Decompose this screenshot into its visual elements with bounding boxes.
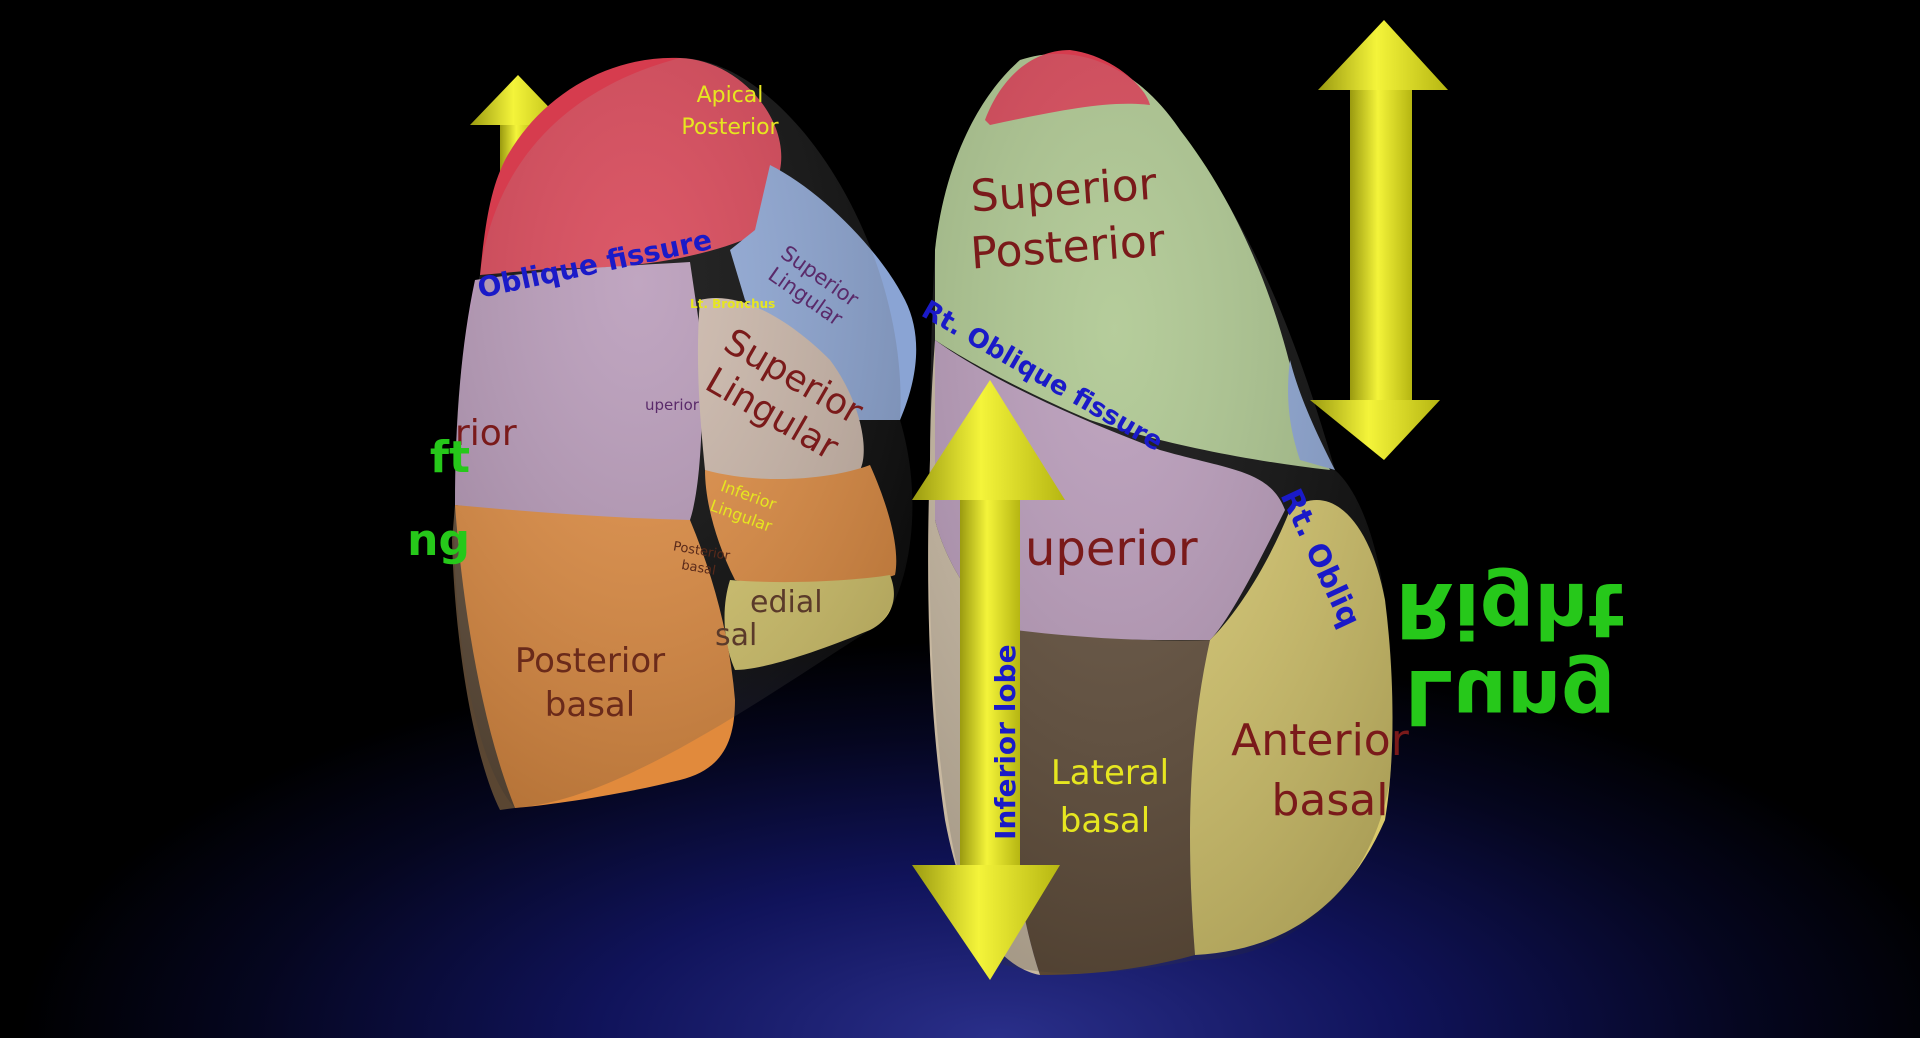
right-superior-label: uperior bbox=[1025, 521, 1198, 577]
medial-basal-label-1: edial bbox=[750, 585, 823, 620]
posterior-basal-label-1: Posterior bbox=[515, 641, 665, 681]
left-lung bbox=[452, 57, 917, 810]
anterior-basal-label-2: basal bbox=[1271, 775, 1388, 826]
anterior-basal-label-1: Anterior bbox=[1231, 715, 1410, 766]
posterior-basal-small-label-2: basal bbox=[680, 558, 717, 579]
right-double-arrow-icon bbox=[1310, 20, 1448, 460]
medial-basal-label-2: sal bbox=[715, 618, 757, 653]
lateral-basal-label-2: basal bbox=[1060, 801, 1150, 841]
posterior-basal-label-2: basal bbox=[545, 685, 635, 725]
left-superior-small-label: uperior bbox=[645, 396, 700, 414]
apical-label: Apical bbox=[697, 83, 764, 108]
lateral-basal-label-1: Lateral bbox=[1051, 753, 1169, 793]
left-lung-mirror-label-1: ft bbox=[430, 432, 470, 483]
inferior-lobe-label: Inferior lobe bbox=[989, 644, 1022, 840]
right-lung-title-line2: Lung bbox=[1404, 653, 1615, 742]
posterior-label: Posterior bbox=[681, 115, 779, 140]
left-superior-big-label: rior bbox=[455, 413, 517, 454]
inferior-lobe-arrow-icon bbox=[912, 380, 1065, 980]
lt-bronchus-label: Lt. Bronchus bbox=[690, 297, 775, 311]
left-lung-mirror-label-2: ng bbox=[407, 515, 470, 566]
right-lung bbox=[928, 50, 1393, 975]
right-lung-title-line1: Right bbox=[1395, 566, 1624, 655]
